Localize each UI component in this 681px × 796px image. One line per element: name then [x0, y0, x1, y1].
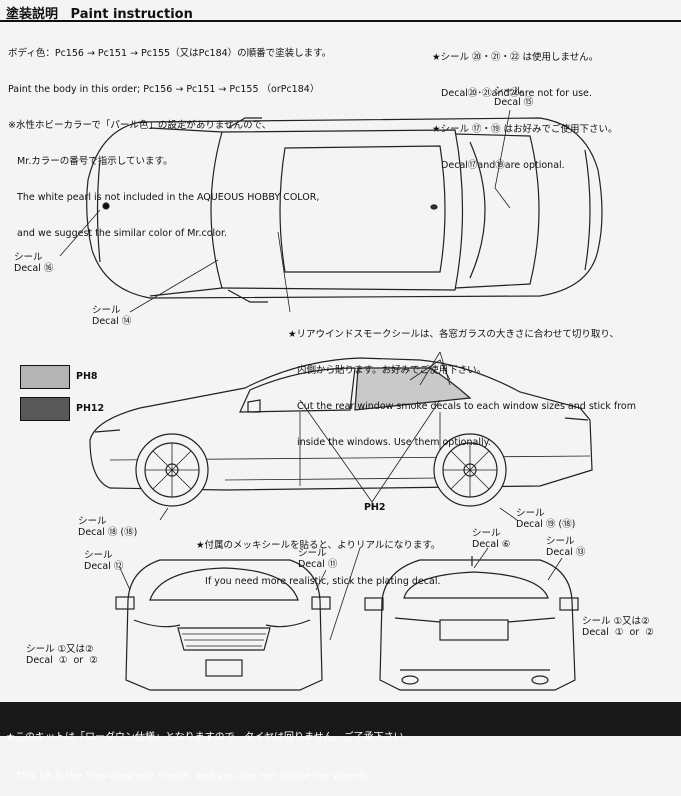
plating-note: ★付属のメッキシールを貼ると、よりリアルになります。 If you need m…	[196, 516, 440, 600]
car-drawings	[59, 109, 603, 691]
decal-13-label: シール Decal ⑬	[546, 536, 586, 558]
decal-6-label: シール Decal ⑥	[472, 528, 511, 550]
note-line: ★リアウインドスモークシールは、各窓ガラスの大きさに合わせて切り取り、	[288, 329, 619, 340]
note-line: ★付属のメッキシールを貼ると、よりリアルになります。	[196, 540, 441, 551]
decal-15-label: シール Decal ⑮	[494, 86, 534, 108]
instr-line: ボディ色：Pc156 → Pc151 → Pc155（又はPc184）の順番で塗…	[8, 48, 332, 59]
footer-line: This kit is the "low-downed" model, and …	[6, 771, 371, 782]
decal-12-label: シール Decal ⑫	[84, 550, 124, 572]
swatch-ph12	[20, 397, 70, 421]
instr-line: and we suggest the similar color of Mr.c…	[8, 228, 228, 239]
note-line: If you need more realistic, stick the pl…	[196, 576, 441, 587]
swatch-ph8-label: PH8	[76, 371, 98, 382]
ph2-label: PH2	[364, 502, 386, 513]
instr-line: ※水性ホビーカラーで「パール色」の設定がありませんので、	[8, 120, 272, 131]
rear-view-car	[364, 556, 579, 691]
decal-18-label: シール Decal ⑱ (⑱)	[78, 516, 138, 538]
side-view-car	[89, 357, 593, 507]
note-line: inside the windows. Use them optionally.	[288, 437, 491, 448]
leader-lines	[59, 109, 563, 641]
note-line: Decal⑰and⑲are optional.	[432, 160, 565, 171]
note-line: Decal⑳･㉑and㉒are not for use.	[432, 88, 592, 99]
note-line: Cut the rear window smoke decals to each…	[288, 401, 636, 412]
title-en: Paint instruction	[70, 7, 193, 22]
decal-16-label: シール Decal ⑯	[14, 252, 54, 274]
swatch-ph12-label: PH12	[76, 403, 105, 414]
footer-line: ★このキットは「ローダウン仕様」となりますので、タイヤは回りません。ご了承下さい…	[6, 732, 414, 743]
rear-window-note: ★リアウインドスモークシールは、各窓ガラスの大きさに合わせて切り取り、 内側から…	[288, 305, 636, 461]
decal-1-2-rear-label: シール ①又は② Decal ① or ②	[582, 616, 654, 638]
decal-1-2-front-label: シール ①又は② Decal ① or ②	[26, 644, 98, 666]
swatch-ph8	[20, 365, 70, 389]
instr-line: Paint the body in this order; Pc156 → Pc…	[8, 84, 320, 95]
footer-note: ★このキットは「ローダウン仕様」となりますので、タイヤは回りません。ご了承下さい…	[0, 702, 681, 782]
front-view-car	[115, 559, 331, 691]
decal-14-label: シール Decal ⑭	[92, 305, 132, 327]
decal-19-label: シール Decal ⑲ (⑱)	[516, 508, 576, 530]
decal-11-label: シール Decal ⑪	[298, 548, 338, 570]
title-jp: 塗装説明	[6, 7, 59, 22]
page-title: 塗装説明 Paint instruction	[6, 3, 201, 22]
note-line: ★シール ⑳・㉑・㉒ は使用しません。	[432, 52, 599, 63]
top-view-car	[86, 117, 603, 303]
header-divider	[0, 20, 681, 22]
instr-line: Mr.カラーの番号で指示しています。	[8, 156, 173, 167]
note-line: 内側から貼ります。お好みでご使用下さい。	[288, 365, 487, 376]
